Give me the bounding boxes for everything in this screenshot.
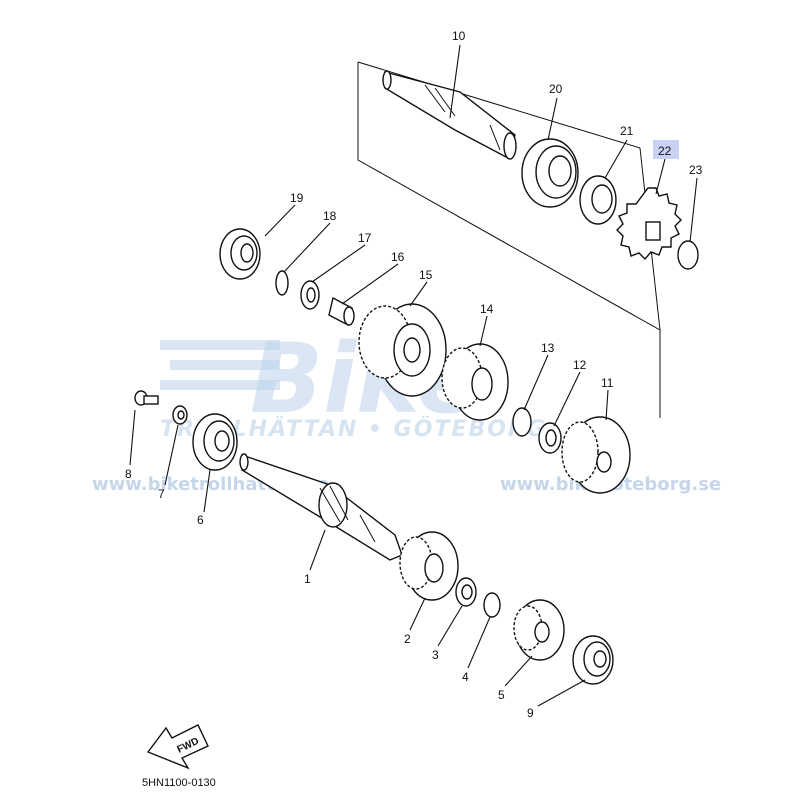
part-12-washer	[538, 422, 562, 454]
part-15-gear	[358, 303, 447, 397]
part-10-axle	[382, 70, 517, 160]
callout-19[interactable]: 19	[290, 191, 304, 205]
part-18-circlip	[275, 270, 289, 296]
callout-23[interactable]: 23	[689, 163, 703, 177]
fwd-arrow-icon: FWD	[146, 724, 209, 770]
callout-13[interactable]: 13	[541, 341, 555, 355]
part-2-gear	[399, 531, 459, 601]
callout-16[interactable]: 16	[391, 250, 405, 264]
diagram-code: 5HN1100-0130	[142, 777, 216, 789]
callout-11[interactable]: 11	[601, 376, 614, 390]
callout-2[interactable]: 2	[404, 632, 411, 646]
part-8-bolt	[134, 390, 159, 406]
callout-14[interactable]: 14	[480, 302, 494, 316]
callout-10[interactable]: 10	[452, 29, 466, 43]
group-outline	[357, 62, 661, 418]
part-17-washer	[300, 280, 320, 310]
callout-7[interactable]: 7	[158, 487, 165, 501]
callout-20[interactable]: 20	[549, 82, 563, 96]
part-1-axle	[239, 453, 403, 561]
part-20-bearing	[521, 138, 579, 208]
callout-8[interactable]: 8	[125, 467, 132, 481]
part-6-bearing	[192, 413, 238, 471]
part-3-washer	[455, 577, 477, 607]
callout-15[interactable]: 15	[419, 268, 433, 282]
callout-21[interactable]: 21	[620, 124, 634, 138]
callout-6[interactable]: 6	[197, 513, 204, 527]
callout-5[interactable]: 5	[498, 688, 505, 702]
callout-9[interactable]: 9	[527, 706, 534, 720]
part-11-gear	[561, 416, 631, 494]
part-23-circlip	[677, 240, 699, 270]
callout-1[interactable]: 1	[304, 572, 311, 586]
part-13-circlip	[512, 407, 532, 437]
part-9-bearing	[572, 635, 614, 685]
part-14-gear	[441, 343, 509, 421]
part-22-sprocket	[616, 187, 682, 261]
callout-12[interactable]: 12	[573, 358, 587, 372]
part-4-circlip	[483, 592, 501, 618]
callout-22[interactable]: 22	[658, 144, 672, 158]
group-outline-top	[357, 61, 641, 149]
callout-22-highlight	[653, 140, 679, 159]
part-7-washer	[172, 405, 188, 425]
leader-lines	[129, 44, 698, 707]
callout-3[interactable]: 3	[432, 648, 439, 662]
part-5-gear	[513, 599, 565, 661]
callout-17[interactable]: 17	[358, 231, 372, 245]
part-21-seal	[579, 175, 617, 225]
callout-4[interactable]: 4	[462, 670, 469, 684]
part-16-collar	[328, 296, 355, 327]
part-19-bearing	[219, 228, 261, 280]
callouts: 10 20 21 22 23 19 18 17 16 15 14 13 12 1…	[125, 29, 703, 720]
callout-18[interactable]: 18	[323, 209, 337, 223]
